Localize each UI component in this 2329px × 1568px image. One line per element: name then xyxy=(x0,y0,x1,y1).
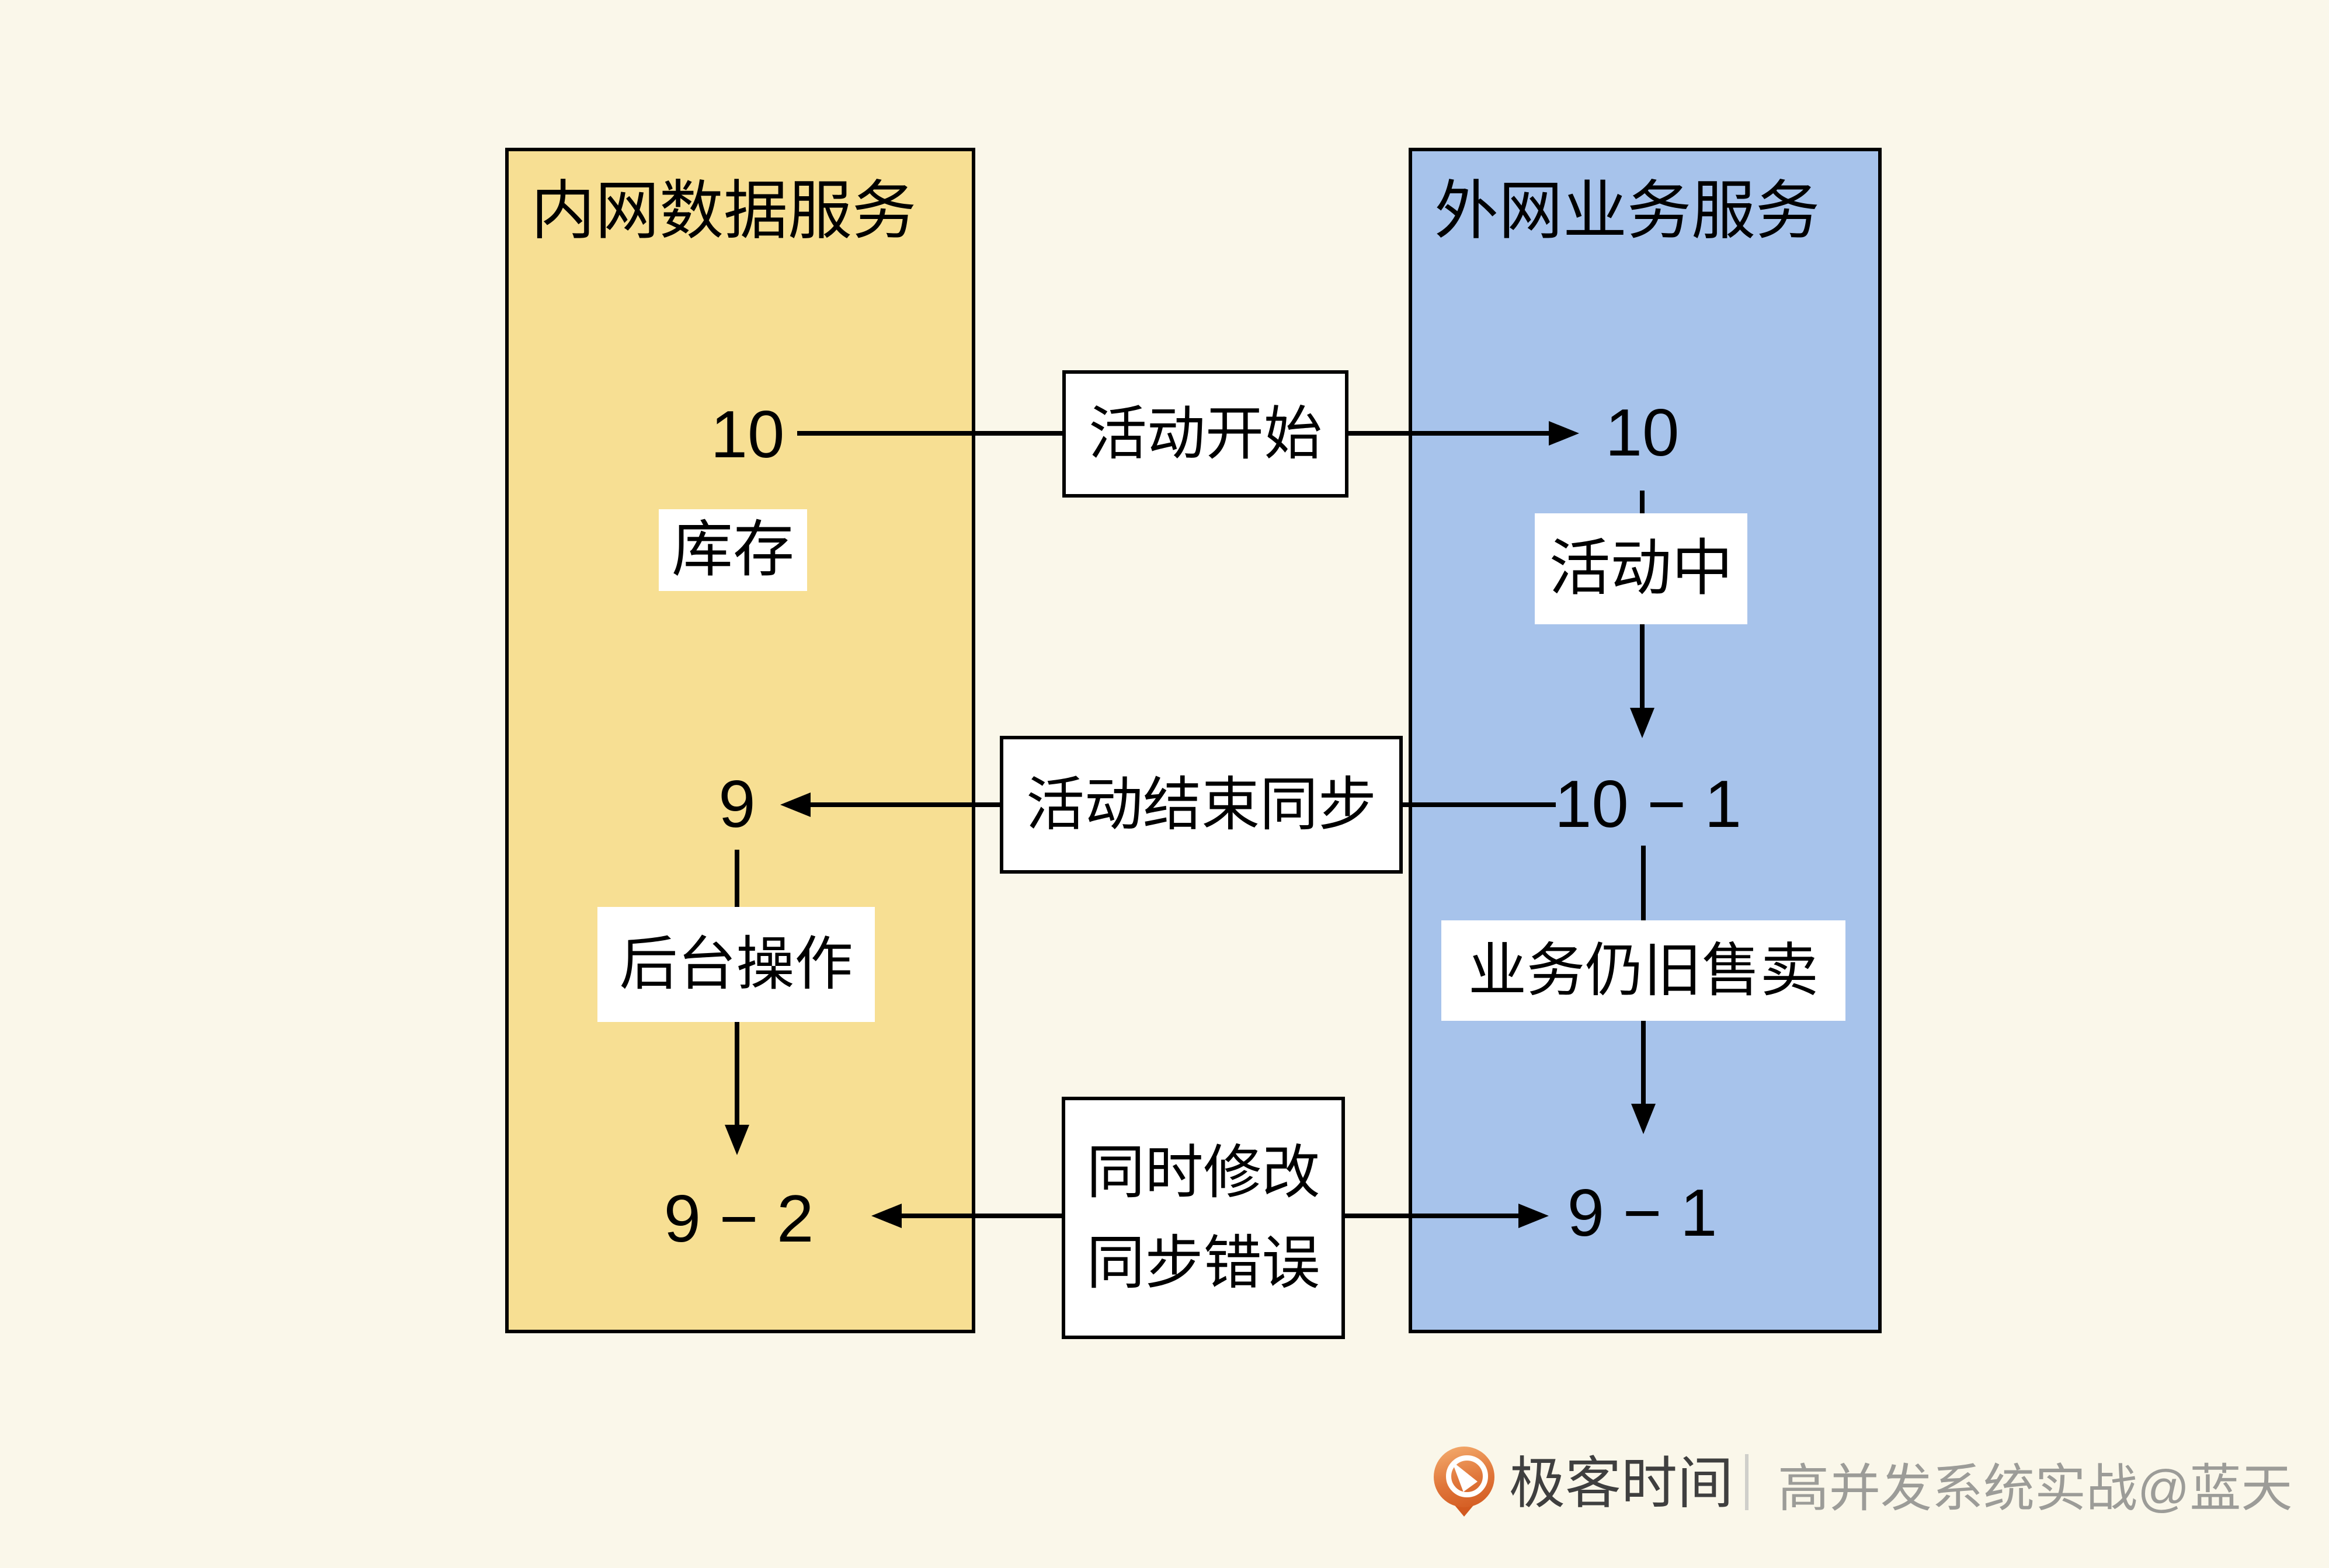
brand-credit: 高并发系统实战@蓝天 xyxy=(1778,1459,2293,1517)
geektime-logo-ring xyxy=(1446,1455,1488,1497)
selling-line-bottom xyxy=(1641,1021,1646,1105)
external-service-box: 外网业务服务 xyxy=(1409,148,1882,1333)
in-activity-arrowhead-icon xyxy=(1630,708,1654,738)
concurrent-line-right xyxy=(1345,1214,1518,1218)
internal-stock-final: 9 − 2 xyxy=(663,1182,814,1256)
backend-operation-label: 后台操作 xyxy=(597,907,875,1022)
internal-stock-after-sync: 9 xyxy=(718,767,756,842)
end-sync-line-left xyxy=(811,802,1000,807)
external-stock-initial: 10 xyxy=(1605,396,1680,470)
inventory-label: 库存 xyxy=(659,509,807,591)
in-activity-line-bottom xyxy=(1640,624,1645,709)
still-selling-label: 业务仍旧售卖 xyxy=(1441,920,1845,1021)
end-sync-line-right xyxy=(1403,802,1556,807)
activity-end-sync-label: 活动结束同步 xyxy=(1000,736,1403,874)
external-service-title: 外网业务服务 xyxy=(1434,175,1820,247)
backend-line-top xyxy=(735,850,739,907)
end-sync-arrowhead-icon xyxy=(780,792,811,817)
brand-separator xyxy=(1745,1454,1749,1510)
selling-line-top xyxy=(1641,846,1646,920)
internal-stock-initial: 10 xyxy=(710,398,785,472)
in-activity-label: 活动中 xyxy=(1535,513,1747,624)
concurrent-line-left xyxy=(902,1214,1062,1218)
internal-service-title: 内网数据服务 xyxy=(531,175,916,247)
activity-start-label: 活动开始 xyxy=(1062,370,1348,498)
backend-arrowhead-icon xyxy=(725,1125,749,1155)
external-stock-final: 9 − 1 xyxy=(1567,1176,1718,1250)
concurrent-arrowhead-right-icon xyxy=(1518,1204,1549,1228)
geektime-logo-icon xyxy=(1434,1447,1494,1517)
concurrent-modify-label: 同时修改 同步错误 xyxy=(1062,1097,1345,1339)
activity-start-line-left xyxy=(797,431,1062,436)
concurrent-arrowhead-left-icon xyxy=(871,1204,902,1228)
concurrent-modify-line2: 同步错误 xyxy=(1086,1230,1320,1296)
external-stock-during: 10 − 1 xyxy=(1554,767,1742,842)
brand-name: 极客时间 xyxy=(1509,1452,1733,1515)
activity-start-arrowhead-icon xyxy=(1549,421,1579,446)
concurrent-modify-line1: 同时修改 xyxy=(1086,1139,1320,1205)
internal-service-box: 内网数据服务 xyxy=(505,148,975,1333)
in-activity-line-top xyxy=(1640,491,1645,513)
backend-line-bottom xyxy=(735,1022,739,1126)
selling-arrowhead-icon xyxy=(1631,1104,1656,1134)
activity-start-line-right xyxy=(1348,431,1549,436)
